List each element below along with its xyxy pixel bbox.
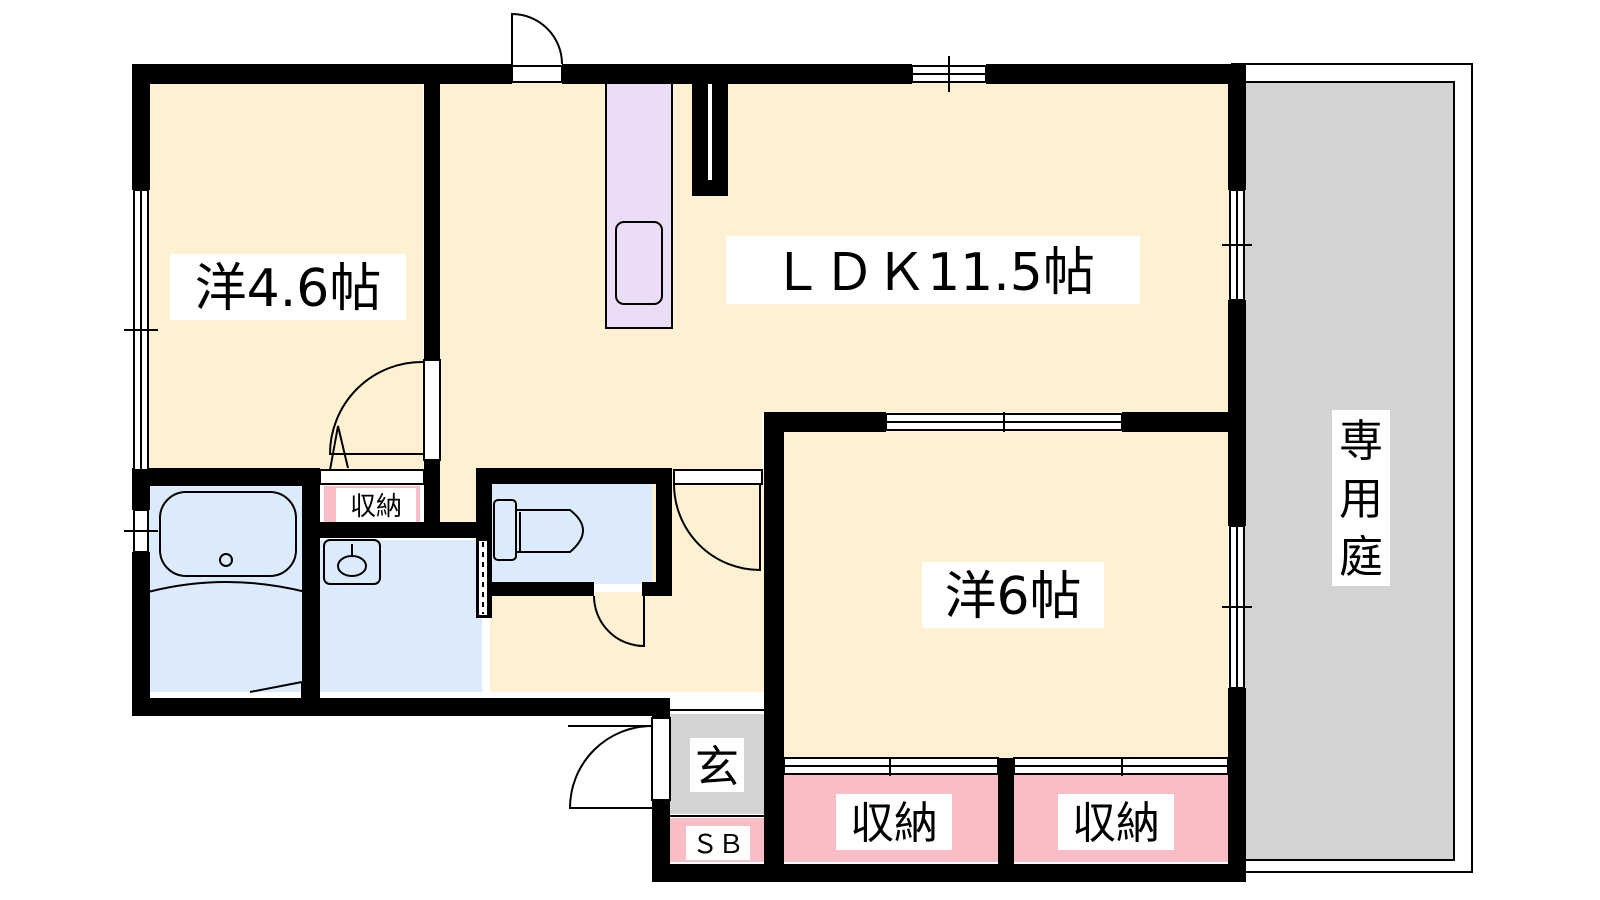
label-garden-1: 専 [1339,416,1383,467]
toilet-floor [492,484,652,584]
label-bg-shoebox [686,826,750,860]
label-bg-storage-right [1058,794,1174,850]
label-storage-small: 収納 [350,492,402,522]
label-shoebox: ＳＢ [692,830,744,860]
label-bg-western-small [170,254,406,320]
fixtures [147,491,584,593]
label-bg-ldk [726,236,1140,304]
label-western-large: 洋6帖 [944,567,1081,627]
windows [124,56,1252,776]
hallway-floor [490,592,764,692]
label-ldk: ＬＤＫ11.5帖 [771,243,1095,303]
label-bg-garden [1332,410,1390,586]
doors [249,12,764,817]
label-bg-western-large [922,562,1104,628]
label-bg-storage-small [336,488,416,522]
label-western-small: 洋4.6帖 [195,259,382,319]
walls [132,64,1246,882]
washroom-floor [316,540,482,692]
label-storage-right: 収納 [1072,798,1160,849]
label-bg-entrance [690,738,744,792]
kitchen-sink [615,221,663,305]
label-garden-3: 庭 [1339,532,1383,583]
label-storage-left: 収納 [850,798,938,849]
label-entrance: 玄 [695,742,739,793]
label-garden-2: 用 [1339,474,1383,525]
label-bg-storage-left [836,794,952,850]
fridge-space [708,84,712,180]
